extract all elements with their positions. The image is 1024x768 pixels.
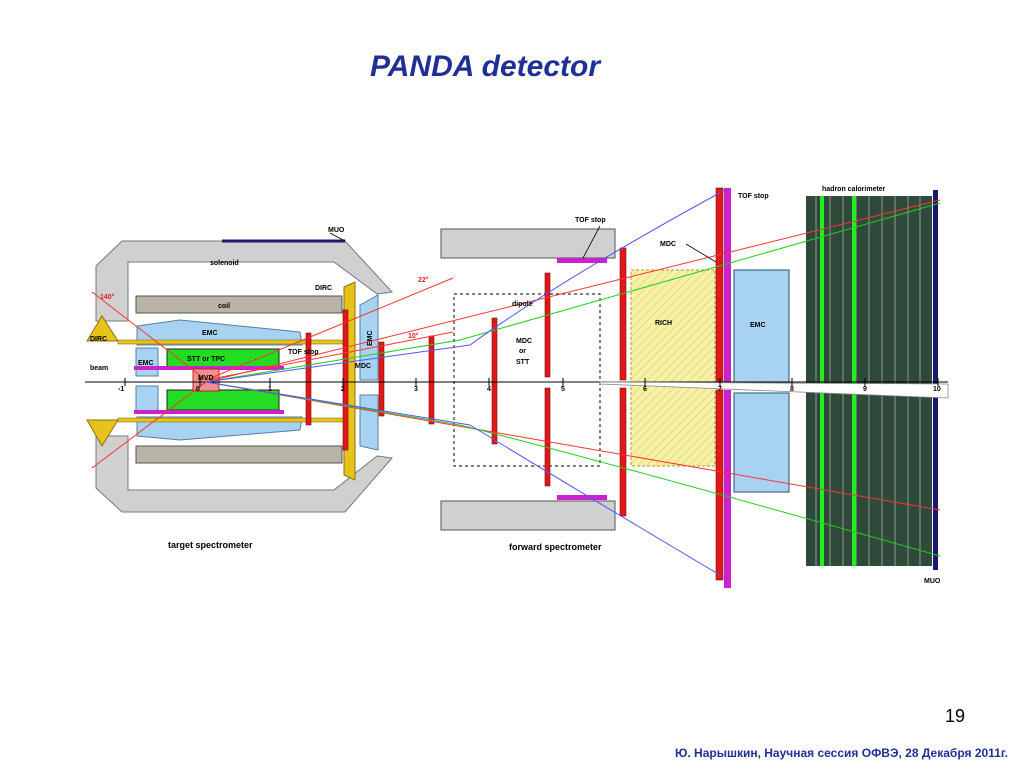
dipole-yoke-bottom xyxy=(440,500,616,531)
tick-label: -1 xyxy=(118,386,124,393)
tof-forward-bottom xyxy=(557,495,607,500)
page-number: 19 xyxy=(944,706,965,726)
tof-stop-plane xyxy=(305,332,312,426)
pointer-mdc-forward xyxy=(685,243,717,263)
forward-plane-3 xyxy=(544,272,551,378)
emc-forward-top xyxy=(733,269,790,384)
label-mvd: MVD xyxy=(198,375,214,382)
label-mdc-forward: MDC xyxy=(660,241,676,248)
label-angle-22: 22° xyxy=(418,276,429,284)
label-solenoid: solenoid xyxy=(210,260,239,267)
dirc-left-bottom xyxy=(86,419,119,447)
label-angle-140: 140° xyxy=(100,293,115,301)
label-muo-top: MUO xyxy=(328,227,345,234)
dipole-yoke-top xyxy=(440,228,616,259)
pointer-tof-forward xyxy=(582,225,601,259)
tick-label: 10 xyxy=(933,386,941,393)
solenoid-yoke-bottom xyxy=(95,435,393,513)
label-forward-spectrometer: forward spectrometer xyxy=(509,542,602,552)
tick-label: 8 xyxy=(790,386,794,393)
tof-far-top xyxy=(715,187,724,385)
label-tof-stop-forward: TOF stop xyxy=(575,217,606,224)
forward-plane-2 xyxy=(491,317,498,445)
coil-bottom xyxy=(135,445,343,464)
label-emc-barrel: EMC xyxy=(202,330,218,337)
solenoid-yoke-top xyxy=(95,240,394,322)
emc-barrel-bottom xyxy=(136,416,303,441)
label-coil: coil xyxy=(218,303,230,310)
stt-magenta-bottom xyxy=(134,410,284,414)
tof-far-bottom xyxy=(715,389,724,581)
label-beam: beam xyxy=(90,365,108,372)
rich-detector xyxy=(630,269,716,467)
forward-plane-3b xyxy=(544,387,551,487)
slide-title: PANDA detector xyxy=(369,50,601,83)
forward-plane-1 xyxy=(428,335,435,425)
label-hadron-calorimeter: hadron calorimeter xyxy=(822,186,886,193)
axis-tick-marks xyxy=(124,378,939,386)
dirc-left-top xyxy=(86,315,119,342)
track-lines xyxy=(91,189,941,579)
tof-far-magenta-top xyxy=(724,188,731,384)
tick-label: 5 xyxy=(561,386,565,393)
tick-label: 1 xyxy=(268,386,272,393)
label-stt: STT or TPC xyxy=(187,356,225,363)
emc-backward-bottom xyxy=(135,385,159,413)
tick-label: 3 xyxy=(414,386,418,393)
coil-top xyxy=(135,295,343,314)
label-muo-bottom: MUO xyxy=(924,578,941,585)
muo-forward xyxy=(933,190,938,570)
tof-forward-top xyxy=(557,258,607,263)
forward-plane-4b xyxy=(619,387,627,517)
label-dipole: dipole xyxy=(512,301,533,308)
axis-tick-labels: -1 0 1 2 3 4 5 6 7 8 9 10 xyxy=(118,386,941,393)
emc-endcap-bottom xyxy=(359,394,379,451)
label-mdc-or-stt-1: MDC xyxy=(516,338,532,345)
forward-plane-4 xyxy=(619,247,627,381)
label-tof-stop-far: TOF stop xyxy=(738,193,769,200)
label-target-spectrometer: target spectrometer xyxy=(168,540,253,550)
label-dirc-top: DIRC xyxy=(315,285,332,292)
label-emc-forward: EMC xyxy=(750,322,766,329)
tick-label: 2 xyxy=(341,386,345,393)
tof-far-magenta-bottom xyxy=(724,390,731,588)
label-dirc-left: DIRC xyxy=(90,336,107,343)
stt-magenta-top xyxy=(134,366,284,370)
mdc-plane-2 xyxy=(378,341,385,417)
label-mdc-or-stt-3: STT xyxy=(516,359,530,366)
stt-bottom xyxy=(166,389,280,411)
label-mdc-target: MDC xyxy=(355,363,371,370)
tick-label: 4 xyxy=(487,386,491,393)
label-rich: RICH xyxy=(655,320,672,327)
label-emc-back: EMC xyxy=(367,330,374,346)
footer-citation: Ю. Нарышкин, Научная сессия ОФВЭ, 28 Дек… xyxy=(674,746,1008,760)
mdc-plane-1 xyxy=(342,309,349,451)
dipole-region xyxy=(453,293,601,467)
tick-label: 6 xyxy=(643,386,647,393)
tick-label: 0 xyxy=(196,386,200,393)
label-emc-backward: EMC xyxy=(138,360,154,367)
hadron-calorimeter xyxy=(806,196,932,566)
emc-forward-bottom xyxy=(733,392,790,493)
tick-label: 9 xyxy=(863,386,867,393)
beam-pipe xyxy=(599,381,949,399)
label-tof-stop-target: TOF stop xyxy=(288,349,319,356)
label-angle-10: 10° xyxy=(408,332,419,340)
label-mdc-or-stt-2: or xyxy=(519,348,526,355)
tick-label: 7 xyxy=(718,386,722,393)
muo-top-pointer xyxy=(329,232,346,242)
